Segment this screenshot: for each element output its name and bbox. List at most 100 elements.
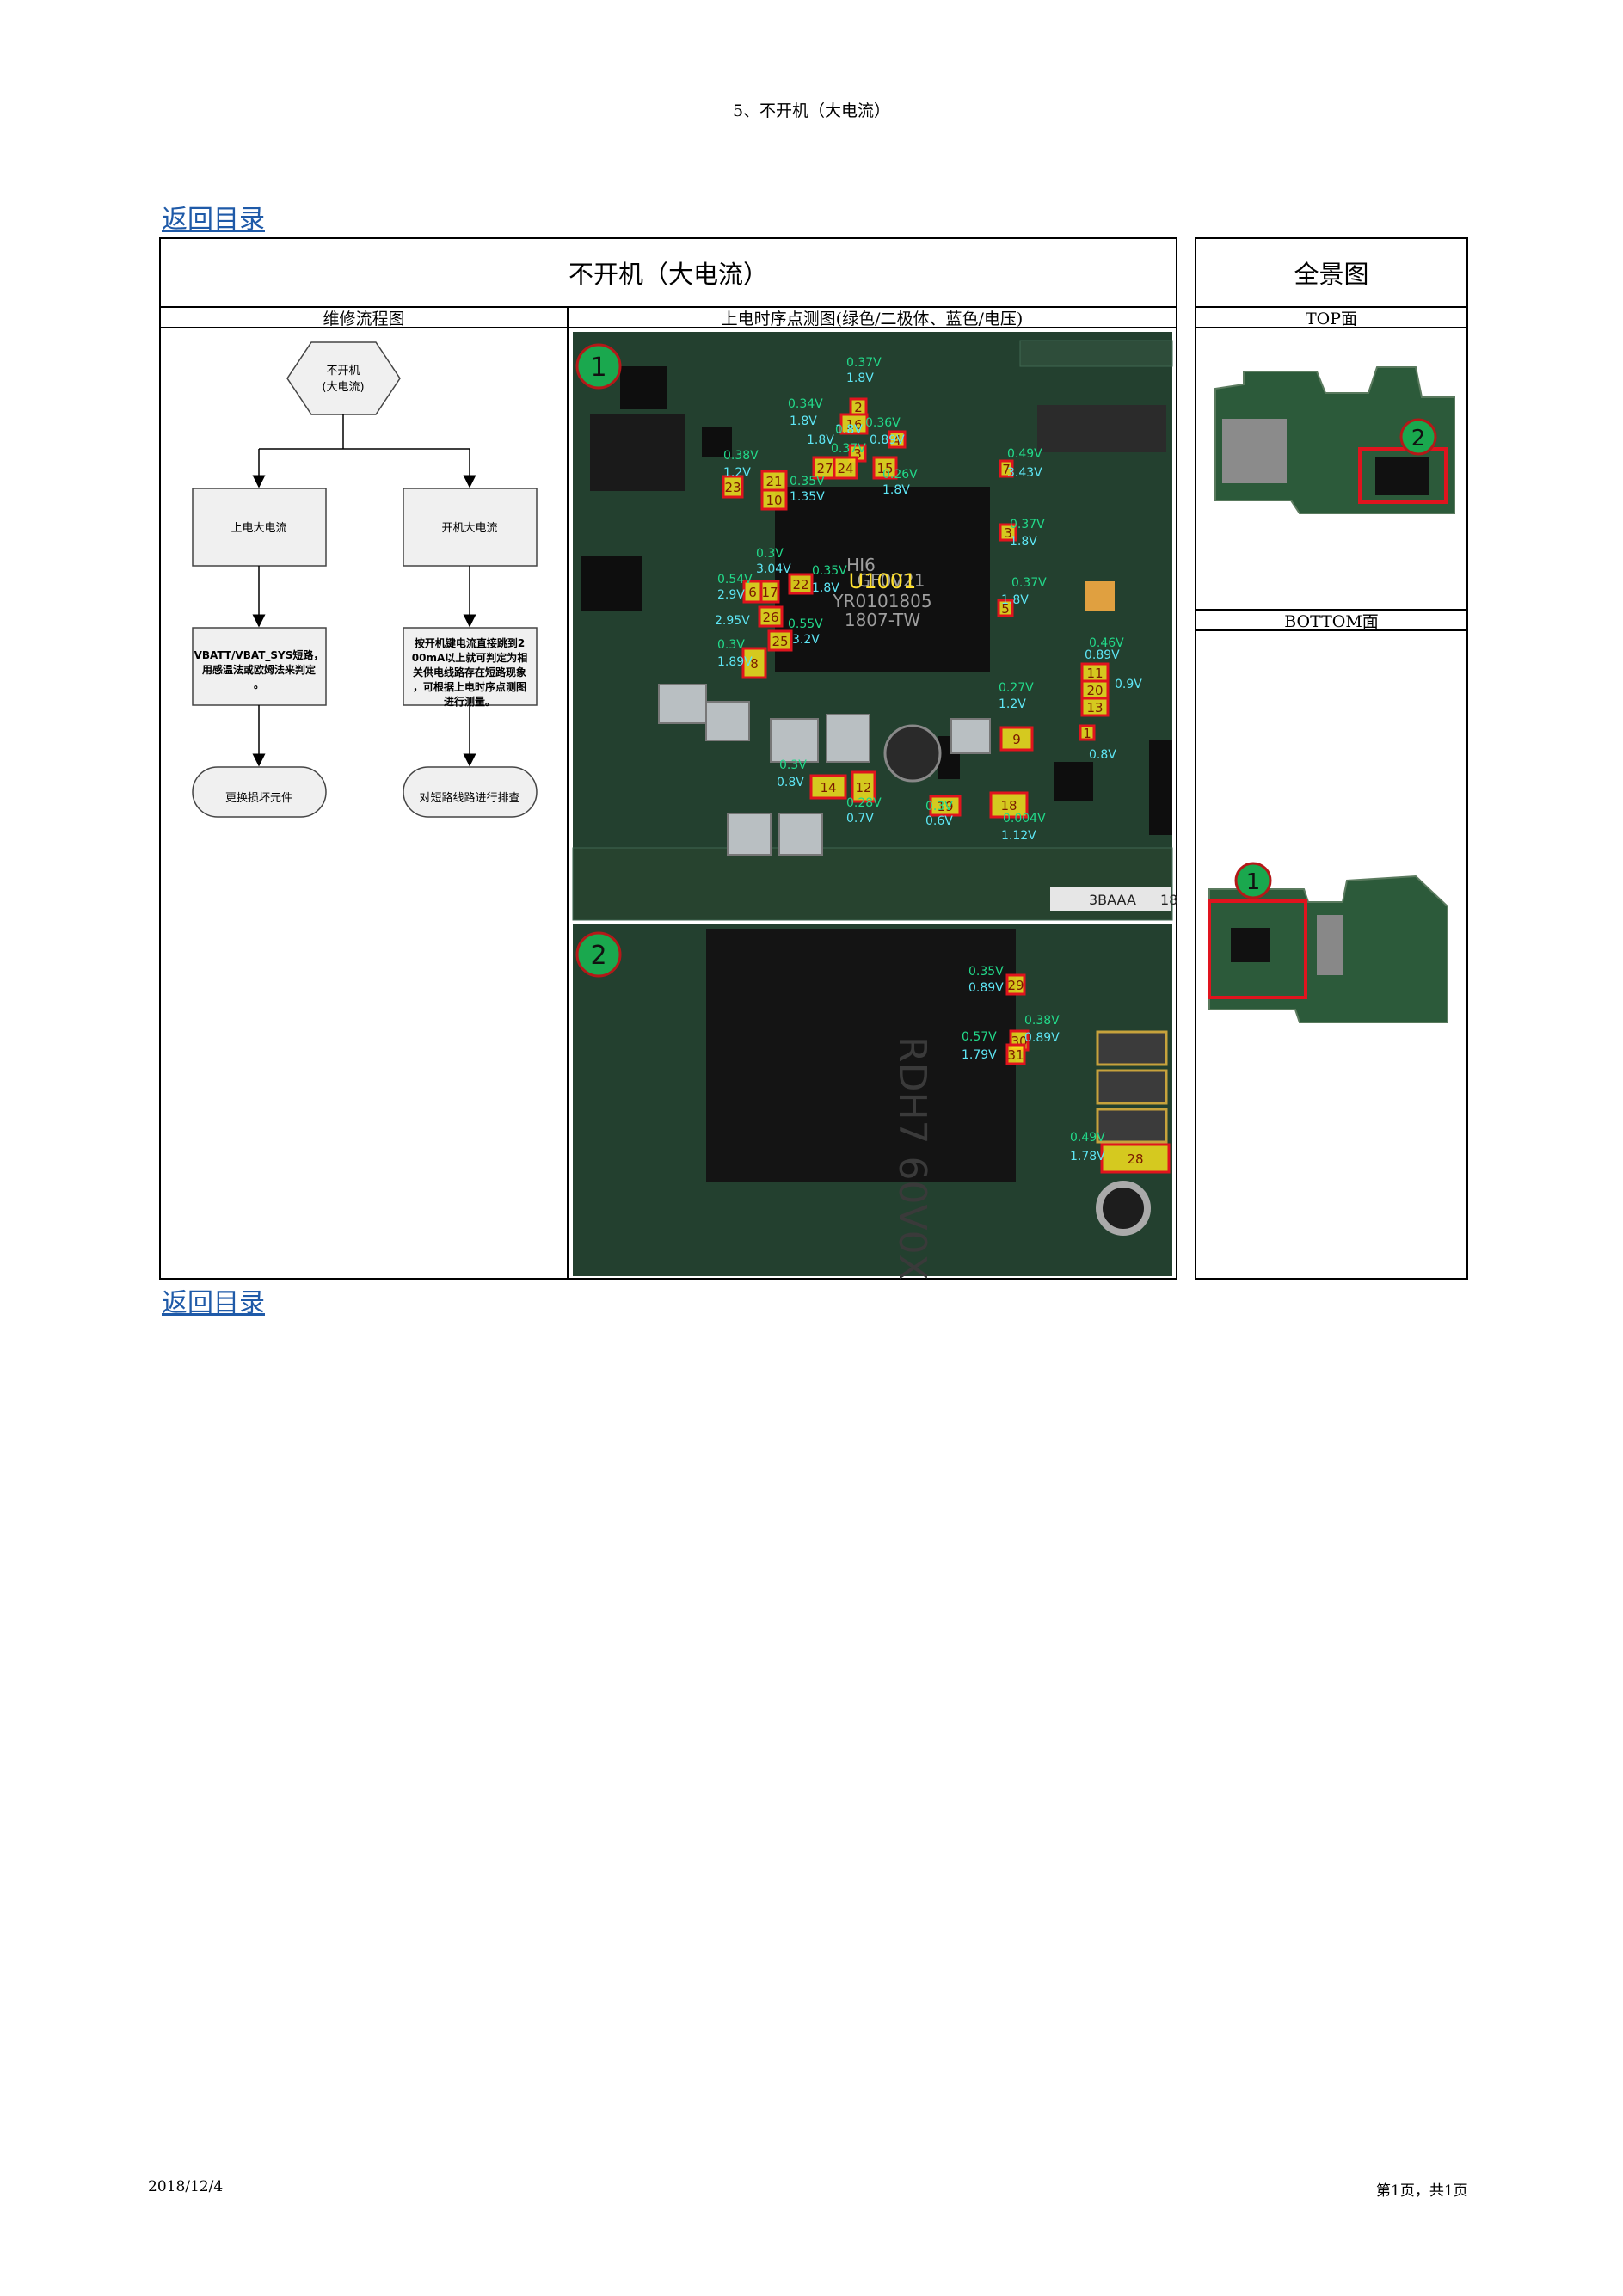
diode-reading: 0.38V — [723, 449, 759, 463]
flow-left-branch-label: 上电大电流 — [231, 522, 286, 535]
voltage-reading: 1.8V — [882, 483, 910, 497]
diode-reading: 0.28V — [846, 796, 882, 810]
test-point-number: 11 — [1086, 666, 1103, 681]
test-point-number: 22 — [792, 577, 808, 592]
test-point-13: 13 — [1080, 697, 1110, 717]
test-point-marker — [989, 791, 1029, 819]
u1001-label: U1001 — [849, 569, 917, 593]
test-point-14: 140.3V0.8V — [777, 758, 847, 800]
voltage-reading: 1.79V — [962, 1048, 997, 1062]
page-header: 5、不开机（大电流） — [732, 101, 891, 120]
test-point-marker — [1100, 1143, 1171, 1174]
flow-start-label-line2: (大电流) — [322, 381, 364, 394]
fc-right-step-line: ，可根据上电时序点测图 — [413, 680, 526, 693]
fc-right-step-line: 进行测量。 — [444, 695, 495, 708]
test-point-1: 10.8V — [1079, 724, 1116, 762]
voltage-reading: 3.04V — [756, 562, 791, 576]
test-point-marker — [1079, 724, 1096, 741]
test-point-number: 23 — [724, 480, 741, 495]
flow-right-step-label: 按开机键电流直接跳到200mA以上就可判定为相关供电线路存在短路现象，可根据上电… — [412, 636, 528, 708]
voltage-reading: 1.8V — [807, 433, 834, 447]
top-photo-badge — [1399, 418, 1437, 456]
diode-reading: 0.35V — [968, 965, 1004, 979]
svg-text:YR0101805: YR0101805 — [832, 591, 931, 611]
voltage-reading: 1.8V — [835, 423, 863, 437]
diode-reading: 0.27V — [999, 681, 1034, 695]
diode-reading: 0.3V — [925, 800, 953, 813]
test-point-marker — [788, 573, 814, 595]
test-point-number: 25 — [772, 634, 788, 649]
back-to-toc-link-top[interactable]: 返回目录 — [162, 205, 265, 235]
test-point-number: 28 — [1127, 1151, 1143, 1167]
test-point-marker — [722, 475, 744, 499]
test-point-number: 9 — [1012, 732, 1021, 747]
measure-column-header: 上电时序点测图(绿色/二极体、蓝色/电压) — [569, 308, 1176, 328]
bottom-side-photo: 1 — [1208, 862, 1448, 1023]
diode-reading: 0.34V — [788, 397, 823, 411]
fc-left-step-line: 。 — [254, 678, 264, 691]
diode-reading: 0.37V — [1011, 576, 1047, 590]
board1-edge-text: 18 — [1160, 892, 1177, 908]
diode-reading: 0.37V — [1010, 518, 1045, 531]
test-point-number: 8 — [750, 656, 759, 672]
flow-right-branch-box — [403, 488, 538, 567]
test-point-number: 27 — [816, 461, 833, 476]
test-point-marker — [760, 488, 788, 511]
test-point-marker — [851, 770, 876, 803]
top-region-marker — [1358, 447, 1448, 504]
svg-text:GF0V21: GF0V21 — [858, 570, 925, 591]
flow-left-end-label: 更换损坏元件 — [225, 792, 292, 805]
back-to-toc-link-bottom[interactable]: 返回目录 — [162, 1288, 265, 1318]
test-point-number: 10 — [765, 493, 782, 508]
test-point-number: 20 — [1086, 683, 1103, 698]
test-point-marker — [872, 456, 898, 480]
flow-column-header: 维修流程图 — [161, 308, 569, 328]
test-point-marker — [758, 605, 784, 628]
test-point-number: 16 — [845, 417, 862, 433]
test-point-number: 18 — [1000, 798, 1017, 813]
voltage-reading: 1.89V — [717, 655, 753, 669]
test-point-marker — [1080, 697, 1110, 717]
test-point-marker — [809, 774, 847, 800]
voltage-reading: 0.89V — [1085, 648, 1120, 662]
test-point-marker — [999, 459, 1014, 478]
test-point-number: 7 — [1002, 462, 1011, 477]
svg-text:HI6: HI6 — [846, 555, 876, 575]
voltage-reading: 0.89V — [870, 433, 905, 447]
test-point-marker — [999, 523, 1017, 542]
diode-reading: 0.57V — [962, 1030, 997, 1044]
voltage-reading: 0.7V — [846, 812, 874, 826]
fc-right-step-line: 关供电线路存在短路现象 — [413, 666, 526, 678]
test-point-number: 4 — [893, 433, 901, 448]
voltage-reading: 2.9V — [717, 588, 745, 602]
voltage-reading: 1.12V — [1001, 829, 1036, 843]
diode-reading: 0.3V — [835, 423, 863, 437]
repair-flowchart: 不开机 (大电流) 上电大电流 开机大电流 更换损坏元件 对短路线路进行排查 V… — [192, 341, 538, 818]
main-table: 不开机（大电流） 维修流程图 上电时序点测图(绿色/二极体、蓝色/电压) — [159, 237, 1177, 1280]
diode-reading: 0.38V — [1024, 1014, 1060, 1028]
diode-reading: 0.35V — [812, 564, 847, 578]
board-1-badge-number: 1 — [590, 353, 606, 383]
top-photo-badge-number: 2 — [1411, 426, 1426, 451]
diode-reading: 0.3V — [779, 758, 807, 772]
test-point-number: 6 — [748, 585, 757, 600]
board-2-badge-number: 2 — [590, 941, 606, 971]
test-point-number: 24 — [837, 461, 853, 476]
voltage-reading: 0.6V — [925, 814, 953, 828]
footer-page-number: 第1页，共1页 — [1376, 2182, 1468, 2200]
diode-reading: 0.35V — [790, 475, 825, 488]
flow-left-step-label: VBATT/VBAT_SYS短路，用感温法或欧姆法来判定。 — [194, 648, 324, 691]
board-2-chip — [706, 929, 1016, 1182]
flow-start-label-line1: 不开机 — [326, 365, 360, 378]
